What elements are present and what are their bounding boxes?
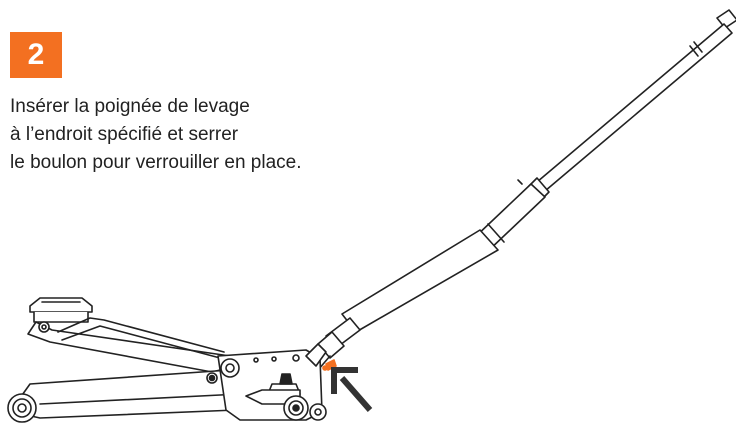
lift-arm: [27, 297, 237, 373]
instruction-line-1: Insérer la poignée de levage: [10, 96, 250, 117]
locking-bolt: [322, 359, 337, 371]
jack-handle: [307, 9, 736, 371]
instruction-line-2: à l’endroit spécifié et serrer: [10, 124, 239, 145]
instruction-line-3: le boulon pour verrouiller en place.: [10, 152, 302, 173]
arrow-pointer-icon: [331, 367, 373, 412]
instruction-text: Insérer la poignée de levage à l’endroit…: [10, 93, 302, 177]
jack-frame: [7, 343, 327, 423]
step-number-badge: 2: [10, 32, 62, 78]
